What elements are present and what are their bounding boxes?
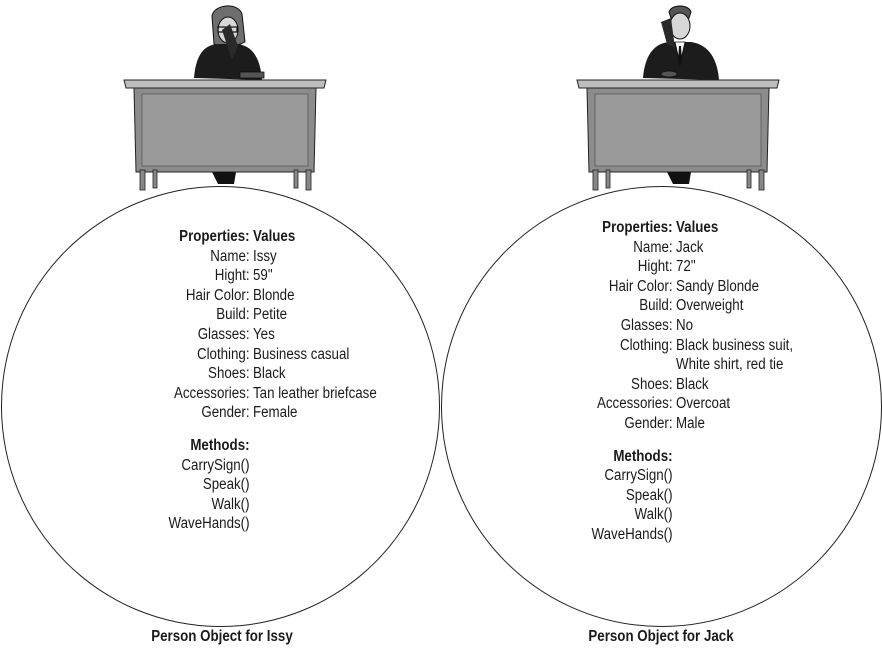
property-value: Overweight — [676, 297, 744, 315]
property-value: Jack — [676, 238, 704, 256]
method-name: Speak() — [625, 486, 673, 504]
woman-at-desk-illustration — [123, 5, 327, 191]
method-name: CarrySign() — [181, 456, 250, 474]
property-value: Yes — [253, 325, 275, 343]
methods-label: Methods: — [190, 436, 250, 454]
caption: Person Object for Jack — [588, 628, 734, 645]
property-key: Gender: — [201, 404, 250, 422]
property-key: Shoes: — [631, 375, 673, 393]
property-key: Hight: — [214, 267, 250, 285]
property-key: Name: — [210, 247, 250, 265]
property-key: Build: — [639, 297, 673, 315]
property-key: Accessories: — [173, 384, 250, 402]
property-value: Black — [253, 365, 286, 383]
property-value: Black business suit, — [676, 336, 794, 354]
property-value: Sandy Blonde — [676, 277, 760, 295]
man-at-desk-illustration — [576, 5, 780, 191]
property-value: Tan leather briefcase — [253, 384, 377, 402]
property-key: Hair Color: — [185, 286, 250, 304]
property-key: Gender: — [624, 414, 673, 432]
properties-label: Properties: — [602, 219, 673, 236]
property-key: Clothing: — [619, 336, 673, 354]
property-value: Issy — [253, 247, 277, 265]
values-label: Values — [253, 228, 296, 245]
property-value: 72" — [676, 258, 696, 276]
caption: Person Object for Issy — [151, 628, 293, 645]
property-value: Overcoat — [676, 395, 731, 413]
property-key: Build: — [216, 306, 250, 324]
property-key: Glasses: — [197, 325, 250, 343]
property-key: Hair Color: — [608, 277, 673, 295]
properties-label: Properties: — [179, 228, 250, 245]
property-value: 59" — [253, 267, 273, 285]
property-key: Accessories: — [596, 395, 673, 413]
property-value: Blonde — [253, 286, 295, 304]
property-key: Glasses: — [620, 316, 673, 334]
property-value: No — [676, 316, 694, 334]
property-value: White shirt, red tie — [676, 356, 784, 374]
method-name: CarrySign() — [604, 467, 673, 485]
property-value: Male — [676, 414, 705, 432]
method-name: WaveHands() — [591, 525, 673, 543]
property-value: Female — [253, 404, 298, 422]
method-name: Walk() — [211, 495, 250, 513]
method-name: WaveHands() — [168, 515, 250, 533]
object-circle — [1, 186, 440, 627]
property-value: Black — [676, 375, 709, 393]
property-key: Hight: — [637, 258, 673, 276]
property-value: Business casual — [253, 345, 350, 363]
property-key: Clothing: — [196, 345, 250, 363]
property-key: Shoes: — [208, 365, 250, 383]
method-name: Walk() — [634, 506, 673, 524]
values-label: Values — [676, 219, 719, 236]
property-key: Name: — [633, 238, 673, 256]
method-name: Speak() — [202, 476, 250, 494]
property-value: Petite — [253, 306, 288, 324]
methods-label: Methods: — [613, 447, 673, 465]
